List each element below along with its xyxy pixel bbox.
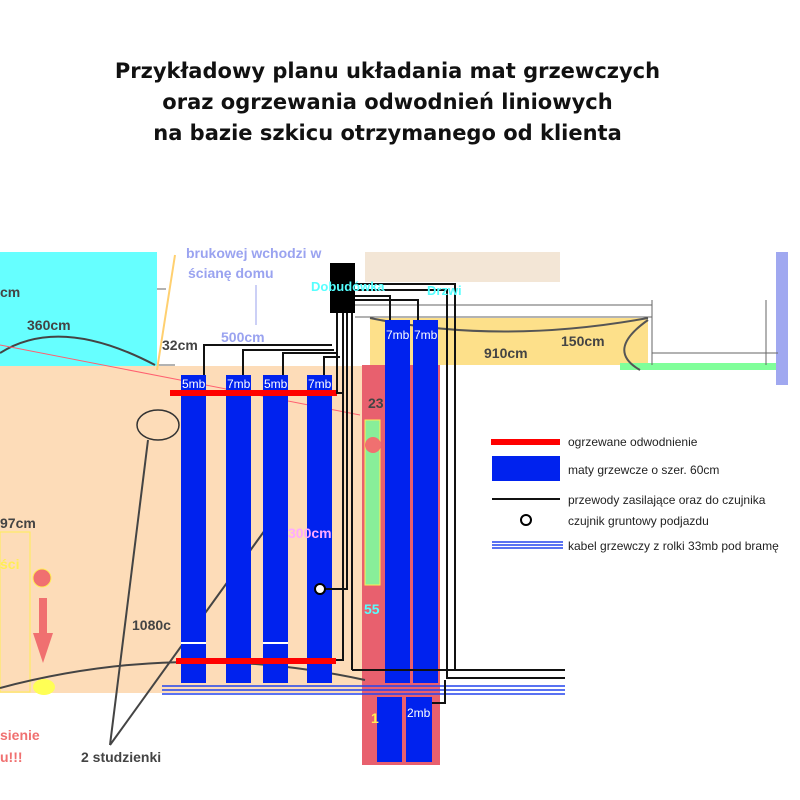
legend: ogrzewane odwodnienie maty grzewcze o sz… (491, 435, 779, 553)
yellow-box (0, 531, 31, 693)
mat-label: 5mb (264, 377, 288, 391)
heating-mats (181, 320, 438, 762)
drain-well-marker (136, 409, 180, 441)
legend-wire-label: przewody zasilające oraz do czujnika (568, 493, 766, 507)
ground-sensor (314, 583, 326, 595)
warning-label-2: u!!! (0, 749, 23, 765)
mat-5 (385, 320, 410, 683)
legend-sensor-label: czujnik gruntowy podjazdu (568, 514, 709, 528)
dimension-label: 360cm (27, 317, 71, 333)
mat-label: 7mb (414, 328, 438, 342)
control-box (330, 263, 355, 313)
down-arrow-icon (33, 598, 53, 663)
heating-cable (162, 685, 565, 695)
mat-2 (226, 375, 251, 683)
green-border (620, 363, 778, 370)
dimension-label: 500cm (221, 329, 265, 345)
heated-drain-top (170, 390, 337, 396)
power-wires (203, 283, 565, 704)
dobudowka-label: Dobudówka (311, 279, 385, 294)
yellow-drain (33, 679, 55, 695)
dimension-label: 910cm (484, 345, 528, 361)
house-outline (156, 254, 778, 371)
mat-8 (406, 697, 432, 762)
mat-label: 2mb (407, 706, 431, 720)
title-line-2: oraz ogrzewania odwodnień liniowych (162, 90, 613, 114)
pink-line (0, 344, 361, 416)
note-line-2: ścianę domu (188, 265, 274, 281)
dimension-arc-150 (623, 319, 649, 371)
pink-dot-2 (365, 437, 381, 453)
legend-sensor-icon (520, 514, 532, 526)
note-line-1: brukowej wchodzi w (186, 245, 321, 261)
mat-label: 7mb (308, 377, 332, 391)
warning-label-1: sienie (0, 727, 40, 743)
studzienki-label: 2 studzienki (81, 749, 161, 765)
heated-drain-bottom (176, 658, 336, 664)
dimension-label: 32cm (162, 337, 198, 353)
dimension-arc-360 (0, 335, 156, 366)
legend-mat-swatch (492, 456, 560, 481)
title-line-1: Przykładowy planu układania mat grzewczy… (114, 59, 661, 83)
pink-dot (32, 568, 52, 588)
door-label: Drzwi (427, 283, 462, 298)
title-line-3: na bazie szkicu otrzymanego od klienta (153, 121, 622, 145)
legend-cable-swatch (492, 541, 563, 549)
mat-4 (307, 375, 332, 683)
legend-drain-swatch (491, 439, 560, 445)
mat-1 (181, 375, 206, 683)
dimension-label: 55 (364, 601, 380, 617)
mat-label: 5mb (182, 377, 206, 391)
lawn-area (0, 252, 157, 370)
dimension-label: 150cm (561, 333, 605, 349)
page-title: Przykładowy planu układania mat grzewczy… (0, 56, 775, 149)
dimension-label: 23 (368, 395, 384, 411)
dimension-label: 300cm (288, 525, 332, 541)
mat-7 (377, 697, 402, 762)
dimension-label: cm (0, 284, 20, 300)
dimension-label: 1 (371, 710, 379, 726)
mat-label: 7mb (386, 328, 410, 342)
photo-strip (365, 252, 560, 282)
legend-cable-label: kabel grzewczy z rolki 33mb pod bramę (568, 539, 779, 553)
yellow-label: ści (0, 556, 19, 572)
mat-label: 7mb (227, 377, 251, 391)
dimension-label: 1080c (132, 617, 171, 633)
fence-post (776, 252, 788, 385)
mat-6 (413, 320, 438, 683)
dimension-label: 97cm (0, 515, 36, 531)
mat-3 (263, 375, 288, 683)
legend-mat-label: maty grzewcze o szer. 60cm (568, 463, 719, 477)
legend-drain-label: ogrzewane odwodnienie (568, 435, 698, 449)
green-strip (364, 419, 381, 586)
